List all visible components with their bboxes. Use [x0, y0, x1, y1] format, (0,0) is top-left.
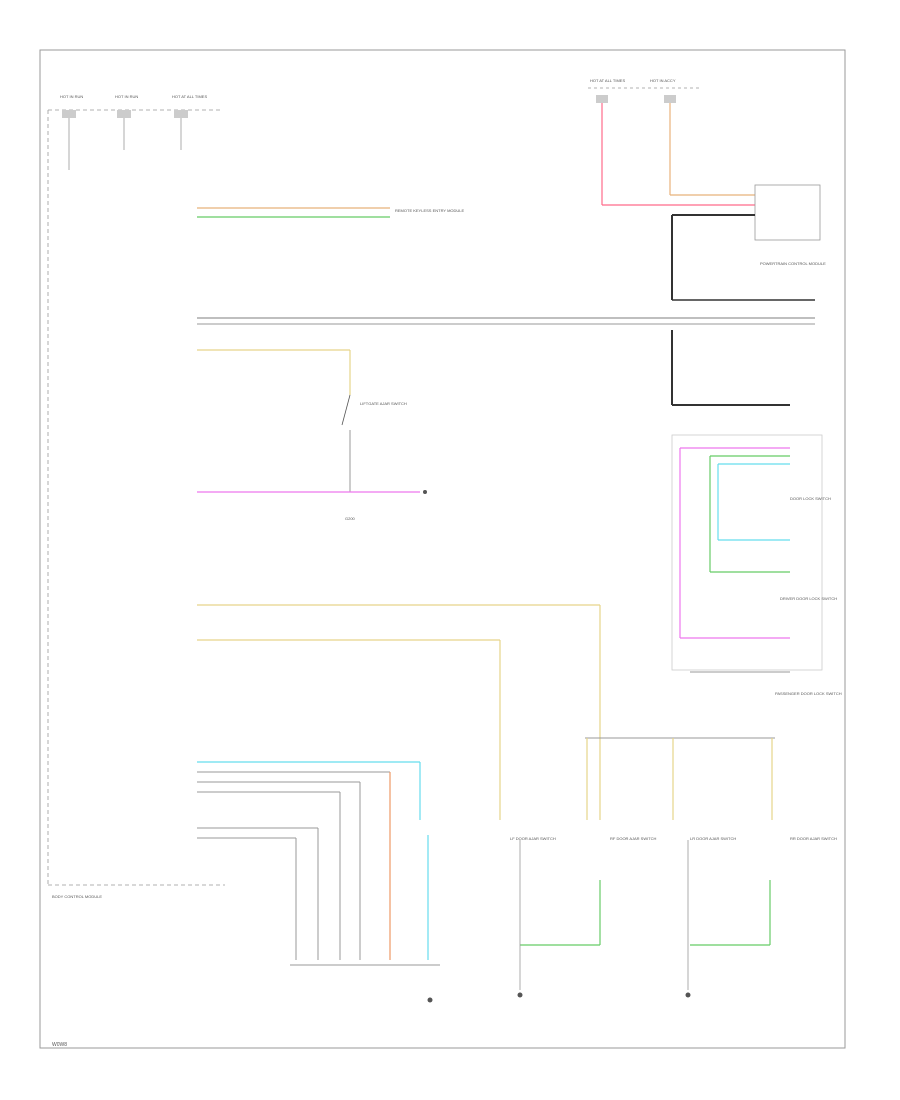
- ground-icon: [685, 992, 691, 998]
- body-control-module: BODY CONTROL MODULE: [48, 761, 440, 1003]
- bus-lines: [197, 317, 815, 325]
- passenger-door-label: PASSENGER DOOR LOCK SWITCH: [775, 691, 842, 696]
- right-fuse-group: HOT AT ALL TIMES HOT IN ACCY: [588, 78, 755, 206]
- rke-module-label: REMOTE KEYLESS ENTRY MODULE: [395, 208, 465, 213]
- rf-door-ajar-label: RF DOOR AJAR SWITCH: [610, 836, 657, 841]
- diagram-frame: [39, 49, 846, 1049]
- fuse-icon: [62, 110, 76, 118]
- pcm-box: POWERTRAIN CONTROL MODULE: [671, 184, 826, 406]
- fuse-icon: [596, 95, 608, 103]
- top-left-fuse-group: HOT IN RUN HOT IN RUN HOT AT ALL TIMES: [47, 94, 220, 885]
- fuse-right-label-2: HOT IN ACCY: [650, 78, 676, 83]
- lr-door-ajar-label: LR DOOR AJAR SWITCH: [690, 836, 736, 841]
- door-ajar-row: LF DOOR AJAR SWITCH RF DOOR AJAR SWITCH …: [510, 737, 837, 998]
- connector-icon: [423, 490, 427, 494]
- diagram-footer-code: W0W8: [52, 1042, 67, 1048]
- ground-icon: [427, 997, 433, 1003]
- liftgate-label: LIFTGATE AJAR SWITCH: [360, 401, 407, 406]
- liftgate-circuit: LIFTGATE AJAR SWITCH G200: [197, 349, 427, 521]
- rke-lines: REMOTE KEYLESS ENTRY MODULE: [197, 207, 465, 218]
- pcm-label: POWERTRAIN CONTROL MODULE: [760, 261, 826, 266]
- fuse-icon: [174, 110, 188, 118]
- fuse-label-2: HOT IN RUN: [115, 94, 138, 99]
- fuse-label-3: HOT AT ALL TIMES: [172, 94, 207, 99]
- driver-door-label: DRIVER DOOR LOCK SWITCH: [780, 596, 837, 601]
- fuse-icon: [664, 95, 676, 103]
- lf-door-ajar-label: LF DOOR AJAR SWITCH: [510, 836, 556, 841]
- door-lock-lines: [197, 604, 601, 820]
- ground-label: G200: [345, 516, 356, 521]
- door-lock-module: DOOR LOCK SWITCH DRIVER DOOR LOCK SWITCH…: [671, 434, 842, 696]
- fuse-icon: [117, 110, 131, 118]
- door-lock-switch-label: DOOR LOCK SWITCH: [790, 496, 831, 501]
- body-control-label: BODY CONTROL MODULE: [52, 894, 102, 899]
- ground-icon: [517, 992, 523, 998]
- fuse-label-1: HOT IN RUN: [60, 94, 83, 99]
- fuse-right-label-1: HOT AT ALL TIMES: [590, 78, 625, 83]
- rr-door-ajar-label: RR DOOR AJAR SWITCH: [790, 836, 837, 841]
